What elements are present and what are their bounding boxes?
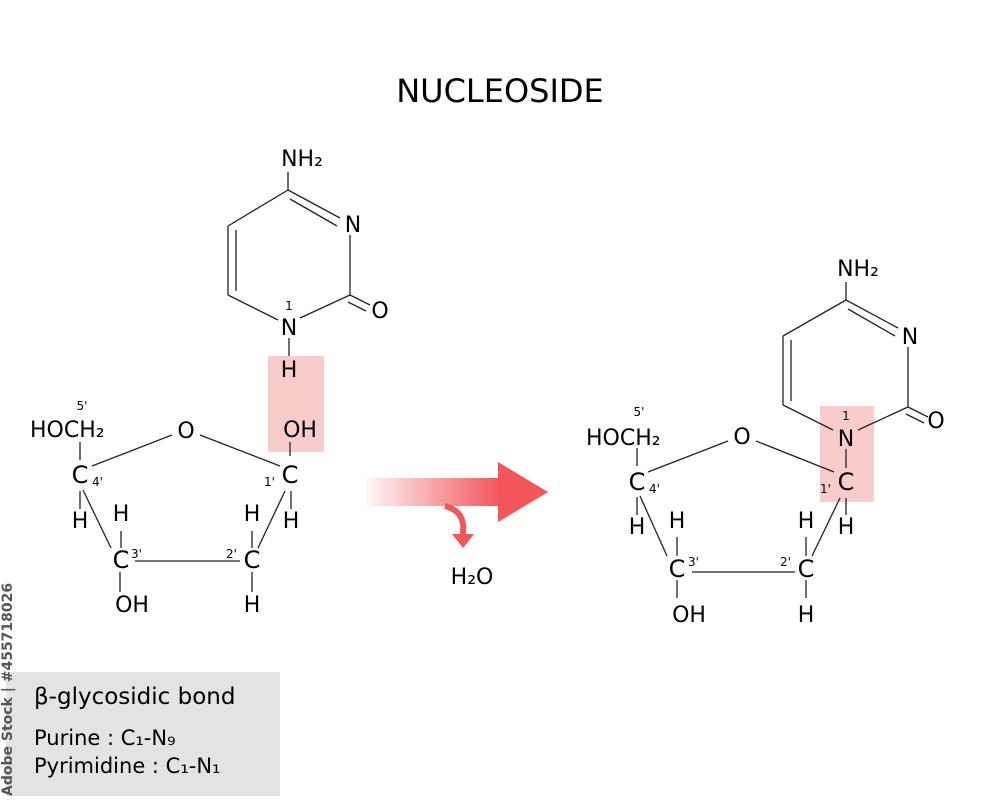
- product-h-c2-bottom: H: [798, 603, 815, 628]
- reactant-anomeric-hydroxyl: OH: [283, 418, 317, 443]
- reactant-n1-atom: N: [281, 316, 297, 341]
- reactant-sugar-bonds: [79, 434, 292, 592]
- reactant-pos4: 4': [92, 475, 103, 489]
- water-byproduct: H₂O: [451, 565, 494, 590]
- reactant-pos2: 2': [226, 547, 237, 561]
- info-pyrimidine: Pyrimidine : C₁-N₁: [34, 754, 221, 778]
- reactant-c1-atom: C: [282, 461, 299, 489]
- info-bond-type: β-glycosidic bond: [34, 684, 236, 710]
- reactant-h-c1: H: [283, 509, 300, 534]
- reactant-leaving-hydrogen: H: [281, 358, 298, 383]
- reactant-carbonyl-oxygen: O: [371, 299, 388, 324]
- product-c1-atom: C: [838, 468, 855, 496]
- reactant-h-c2-bottom: H: [244, 593, 261, 618]
- product-h-c1: H: [838, 515, 855, 540]
- reactant-base-bonds: [227, 172, 371, 356]
- glycosidic-bond-highlight: [820, 406, 874, 502]
- product-sugar-bonds: [636, 440, 847, 598]
- reactant-pos3: 3': [131, 547, 142, 561]
- product-ring-oxygen: O: [733, 425, 750, 450]
- reactant-ring-oxygen: O: [177, 419, 194, 444]
- product-oh3: OH: [672, 603, 706, 628]
- product-pos3: 3': [688, 555, 699, 569]
- product-pos2: 2': [780, 555, 791, 569]
- product-pos5: 5': [634, 405, 645, 419]
- reactant-c2-atom: C: [244, 546, 261, 574]
- product-base-bonds: [782, 282, 929, 468]
- reactant-c3-atom: C: [113, 546, 130, 574]
- info-purine: Purine : C₁-N₉: [34, 726, 176, 750]
- reactant-hoch2-group: HOCH₂: [30, 418, 105, 443]
- page-title: NUCLEOSIDE: [396, 72, 604, 110]
- product-molecule: NH₂ N O 1 N 5' HOCH₂ O C 4' C 1' H H H H: [586, 257, 945, 628]
- product-c4-atom: C: [629, 468, 646, 496]
- stock-watermark-id: Adobe Stock | #455718026: [0, 582, 16, 796]
- product-pos1: 1': [820, 482, 831, 496]
- product-h-c4: H: [629, 515, 646, 540]
- reactant-molecule: NH₂ N O 1 N H 5' HOCH₂ O OH C 4' C 1': [30, 147, 389, 618]
- product-hoch2-group: HOCH₂: [586, 426, 661, 451]
- reactant-h-c3: H: [113, 502, 130, 527]
- reactant-c4-atom: C: [72, 461, 89, 489]
- product-carbonyl-oxygen: O: [927, 409, 944, 434]
- product-n1-atom: N: [838, 427, 854, 452]
- reactant-n1-position: 1: [285, 299, 293, 313]
- reactant-h-c4: H: [72, 509, 89, 534]
- reactant-amino-group: NH₂: [281, 147, 323, 172]
- reactant-h-c2-top: H: [244, 502, 261, 527]
- product-h-c3: H: [669, 509, 686, 534]
- product-amino-group: NH₂: [837, 257, 879, 282]
- reactant-oh3: OH: [115, 593, 149, 618]
- product-h-c2-top: H: [798, 509, 815, 534]
- reaction-site-highlight: [268, 356, 324, 452]
- product-c3-atom: C: [669, 555, 686, 583]
- reactant-pos1: 1': [264, 475, 275, 489]
- glycosidic-bond-info-box: β-glycosidic bond Purine : C₁-N₉ Pyrimid…: [6, 672, 280, 796]
- product-n1-position: 1: [842, 409, 850, 423]
- water-release-arrow-icon: [444, 503, 467, 539]
- reactant-pos5: 5': [77, 399, 88, 413]
- reactant-n3-atom: N: [345, 213, 361, 238]
- product-n3-atom: N: [902, 325, 918, 350]
- product-pos4: 4': [649, 482, 660, 496]
- product-c2-atom: C: [798, 555, 815, 583]
- reaction-arrow: [366, 462, 548, 548]
